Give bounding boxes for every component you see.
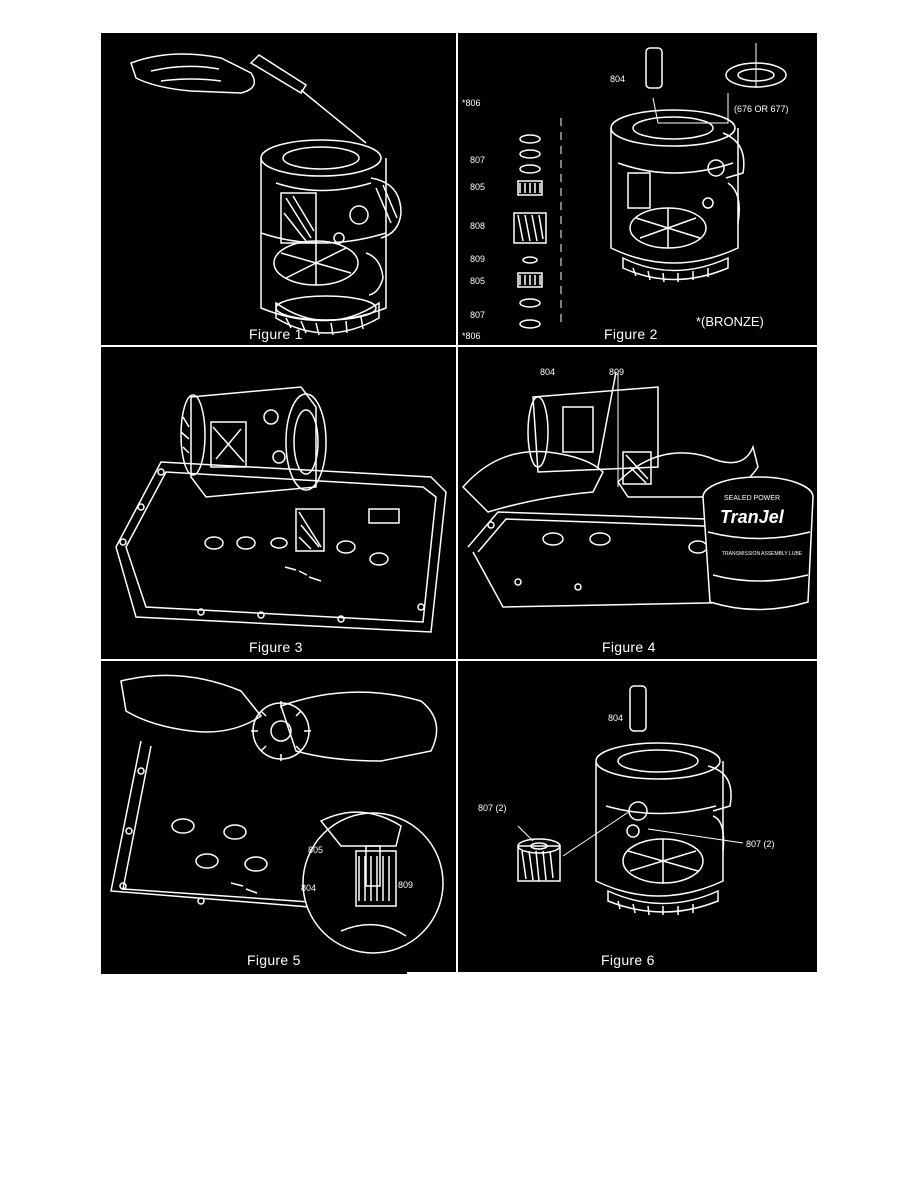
callout-807-right: 807 (2) [746,839,775,849]
figure-5-panel: 805 804 809 Figure 5 [101,661,456,972]
callout-805-fig5: 805 [308,845,324,855]
callout-809-fig5: 809 [398,880,414,890]
callout-805-bottom: 805 [470,276,486,286]
figure-4-panel: 804 809 SEALED POWER TranJel TRANSMISSIO… [458,347,817,659]
figure-6-caption: Figure 6 [601,952,655,968]
callout-806-top: *806 [462,98,481,108]
callout-804-fig4: 804 [540,367,556,377]
jar-label-brand: SEALED POWER [724,495,781,502]
figure-1-panel: Figure 1 [101,33,456,345]
callout-807-top: 807 [470,155,486,165]
callout-806-bottom: *806 [462,331,481,341]
callout-804: 804 [610,74,626,84]
callout-808: 808 [470,221,486,231]
jar-label-product: TranJel [720,507,784,527]
figure-2-illustration [513,43,787,329]
figure-6-panel: 804 807 (2) 807 (2) Figure 6 [458,661,817,972]
bronze-note: *(BRONZE) [696,314,764,329]
figure-3-illustration [115,386,447,633]
jar-label-description: TRANSMISSION ASSEMBLY LUBE [722,551,803,557]
figure-3-caption: Figure 3 [249,639,303,655]
panel-divider-horizontal-2 [101,659,817,661]
callout-804-fig5: 804 [301,883,317,893]
panel-divider-vertical [456,33,458,972]
sheet-bottom-rule [101,972,407,974]
callout-805-top: 805 [470,182,486,192]
figure-3-panel: Figure 3 [101,347,456,659]
callout-809: 809 [470,254,486,264]
figure-6-illustration [517,685,744,916]
figure-5-illustration [110,674,444,954]
panel-divider-horizontal-1 [101,345,817,347]
figure-4-caption: Figure 4 [602,639,656,655]
figure-1-illustration [130,53,402,336]
callout-809-fig4: 809 [609,367,625,377]
figure-2-caption: Figure 2 [604,326,658,342]
figure-5-caption: Figure 5 [247,952,301,968]
figure-2-panel: 804 (676 OR 677) *806 807 805 808 809 80… [458,33,817,345]
callout-807-left: 807 (2) [478,803,507,813]
callout-807-bottom: 807 [470,310,486,320]
figure-4-illustration [461,371,814,611]
illustration-sheet [101,33,817,972]
callout-804-fig6: 804 [608,713,624,723]
callout-676-or-677: (676 OR 677) [734,104,789,114]
figure-1-caption: Figure 1 [249,326,303,342]
